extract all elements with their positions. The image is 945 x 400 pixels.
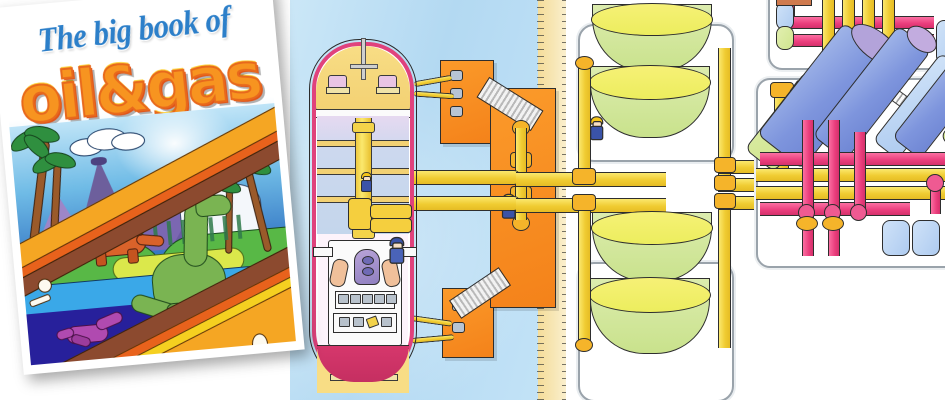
tank-roof <box>589 277 711 314</box>
refinery-feed-valve <box>714 175 736 191</box>
accommodation-window <box>338 294 349 304</box>
refinery-feed-valve <box>714 193 736 209</box>
book-cover: The big book of oil&gas <box>0 0 305 375</box>
tank-roof <box>589 65 711 100</box>
foremast-crossbar <box>350 64 378 69</box>
officer-uniform <box>389 247 405 264</box>
bow-fairlead <box>376 87 400 94</box>
refinery-cross-yellow-1 <box>756 168 945 182</box>
refinery-pink-valve <box>850 204 867 221</box>
tank-roof <box>591 211 713 245</box>
tank-south-outlet <box>718 198 731 348</box>
mooring-bollard <box>450 70 463 81</box>
accommodation-window <box>339 317 350 327</box>
loading-arm-upper <box>408 170 520 185</box>
accommodation-window <box>386 294 397 304</box>
cargo-manifold <box>336 192 412 234</box>
funnel-ring <box>362 267 374 276</box>
tank-north-outlet <box>718 48 731 178</box>
officer-on-deck <box>388 236 405 264</box>
refinery-drum-upper-b <box>776 26 794 50</box>
worker-at-tank <box>589 116 604 141</box>
worker-overalls <box>361 180 372 192</box>
accommodation-window <box>362 294 373 304</box>
manifold-block <box>370 204 412 219</box>
ship-funnel <box>354 249 380 285</box>
loading-arm-lower <box>408 196 520 211</box>
tank-north-valve <box>575 56 594 70</box>
manifold-block <box>348 198 372 230</box>
mooring-bollard <box>452 322 465 333</box>
cover-artwork: The big book of oil&gas <box>0 0 296 366</box>
book-photo: The big book of oil&gas <box>0 0 326 400</box>
lifeboat-port <box>328 257 350 289</box>
manifold-block <box>370 218 412 233</box>
accommodation-window <box>381 317 392 327</box>
pipe-collar <box>352 122 375 133</box>
cover-scene <box>9 103 296 366</box>
accommodation-window <box>353 317 364 327</box>
foremast <box>361 38 366 80</box>
refinery-pink-downcomer-1 <box>930 180 941 214</box>
refinery-cross-yellow-2 <box>756 186 945 200</box>
fossil-shell <box>218 349 241 366</box>
funnel-ring <box>362 256 374 265</box>
bridge-wing-port <box>313 247 333 257</box>
refinery-cross-pink-1 <box>760 152 945 166</box>
bow-fairlead <box>326 87 350 94</box>
accommodation-window <box>350 294 361 304</box>
accommodation-window <box>374 294 385 304</box>
fossil-fern <box>272 361 287 366</box>
tank-south-inlet <box>578 198 591 344</box>
illustration-spread <box>290 0 945 400</box>
refinery-pink-riser-1 <box>802 120 814 256</box>
trunk-manifold-valve <box>572 194 596 211</box>
refinery-feed-valve <box>714 157 736 173</box>
worker-overalls <box>590 125 604 141</box>
mooring-bollard <box>450 106 463 117</box>
refinery-drum-b <box>912 220 940 256</box>
tank-roof <box>591 3 713 36</box>
refinery-pink-riser-3 <box>854 132 866 212</box>
refinery-yellow-valve <box>822 216 844 231</box>
worker-on-deck <box>360 172 372 192</box>
trunk-manifold-valve <box>572 168 596 185</box>
storage-tank-3 <box>591 211 713 282</box>
refinery-heater-upper <box>776 0 812 6</box>
refinery-drum-a <box>882 220 910 256</box>
ship-superstructure <box>313 240 417 346</box>
storage-tank-4 <box>589 277 711 354</box>
oil-tanker-ship <box>309 38 417 393</box>
tank-south-valve <box>575 338 593 352</box>
refinery-yellow-valve <box>796 216 818 231</box>
downcomer-valve <box>926 174 944 192</box>
storage-tank-1 <box>591 3 713 72</box>
stegosaurus-leg <box>126 248 140 264</box>
refinery-pink-riser-2 <box>828 120 840 256</box>
